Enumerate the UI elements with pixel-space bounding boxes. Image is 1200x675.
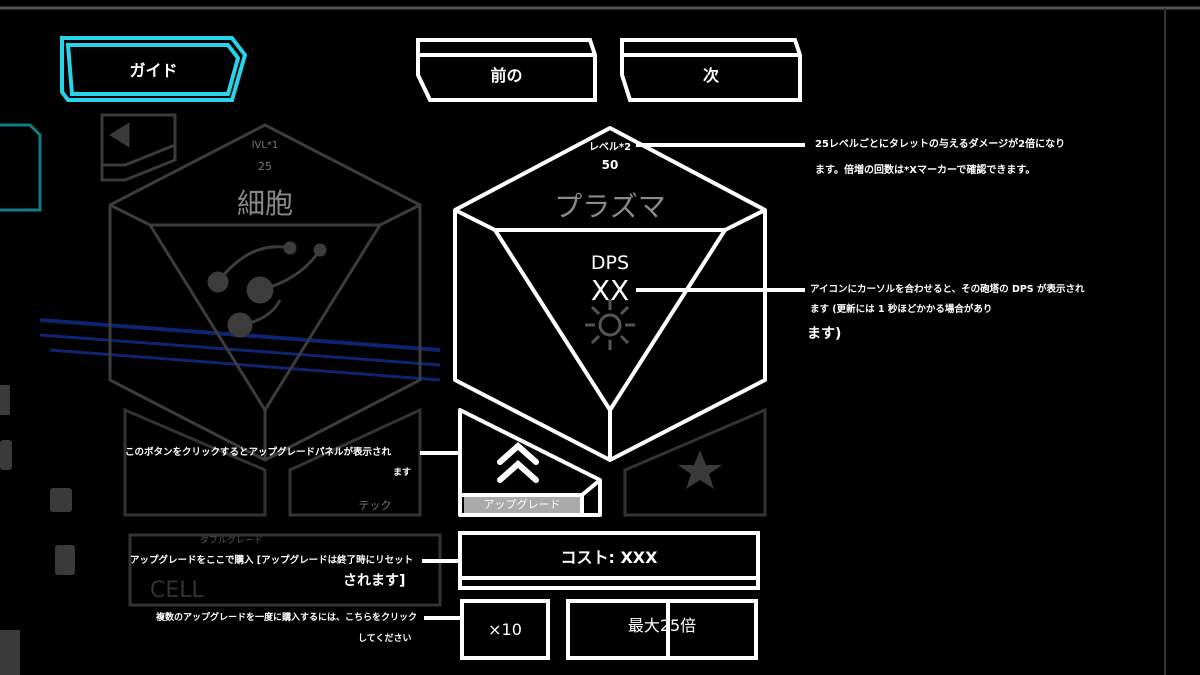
- plasma-turret-hex: [453, 126, 767, 462]
- prev-button[interactable]: 前の: [490, 66, 523, 85]
- faded-star-icon: [678, 450, 722, 489]
- level-note-line2: ます。倍増の回数は*Xマーカーで確認できます。: [815, 165, 1036, 176]
- turret-name: プラズマ: [554, 190, 666, 223]
- debris: [0, 385, 75, 675]
- tech-tab-label[interactable]: テック: [358, 499, 392, 512]
- level-label: レベル*2: [588, 142, 632, 153]
- left-level-value: 25: [258, 160, 272, 173]
- guide-button[interactable]: ガイド: [129, 61, 178, 80]
- x10-button[interactable]: ×10: [488, 620, 522, 639]
- guide-button-outline: [60, 36, 248, 102]
- multiplier-outlines: [460, 599, 758, 660]
- faded-cell-turret: [108, 123, 422, 462]
- cost-button-outline: [458, 531, 760, 590]
- dps-note-line2: ます (更新には 1 秒ほどかかる場合があり: [810, 304, 993, 315]
- level-note-line1: 25レベルごとにタレットの与えるダメージが2倍になり: [815, 139, 1066, 150]
- faded-back-button: [100, 113, 177, 182]
- upgrade-button-outline: [458, 408, 602, 517]
- dps-note-line3: ます): [807, 326, 842, 342]
- faded-buttons: [123, 407, 767, 607]
- max-multiplier-button[interactable]: 最大25倍: [627, 615, 697, 635]
- double-chevron-up-icon: [497, 441, 539, 483]
- left-turret-name[interactable]: 細胞: [236, 187, 293, 220]
- buy-note-line1: アップグレードをここで購入 [アップグレードは終了時にリセット: [130, 555, 414, 566]
- multi-note-line2: してください: [358, 634, 412, 644]
- leader-lines: [420, 143, 805, 620]
- dps-note-line1: アイコンにカーソルを合わせると、その砲塔の DPS が表示され: [810, 284, 1085, 295]
- double-grade-label: ダブルグレード: [200, 536, 264, 546]
- upgrade-button[interactable]: アップグレード: [464, 497, 580, 513]
- level-value: 50: [601, 158, 619, 172]
- upgrade-note-line2: ます: [393, 468, 412, 478]
- cost-button[interactable]: コスト: XXX: [560, 547, 658, 567]
- nav-button-outlines: [416, 38, 802, 102]
- multi-note-line1: 複数のアップグレードを一度に購入するには、こちらをクリック: [156, 613, 418, 623]
- next-button[interactable]: 次: [702, 66, 719, 85]
- faded-side-panel: [0, 123, 42, 212]
- left-level-label: lVL*1: [251, 140, 279, 151]
- dps-value[interactable]: XX: [590, 274, 630, 307]
- faded-cost-label: CELL: [150, 578, 204, 603]
- buy-note-line2: されます]: [343, 573, 406, 589]
- upgrade-note-line1: このボタンをクリックするとアップグレードパネルが表示され: [125, 447, 392, 458]
- dps-label: DPS: [590, 252, 630, 274]
- plasma-sun-icon: [585, 300, 635, 350]
